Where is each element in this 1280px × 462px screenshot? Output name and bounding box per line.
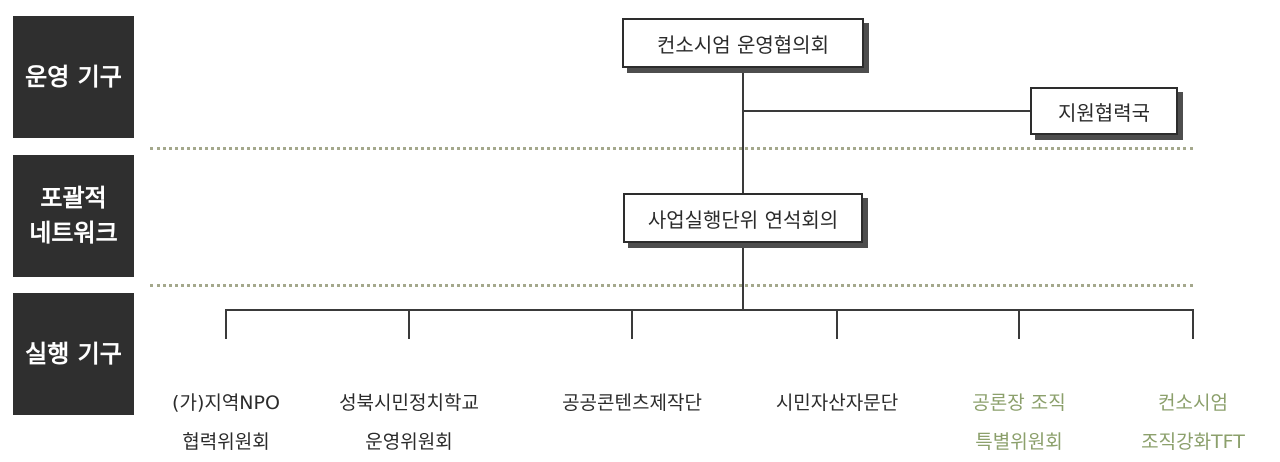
distribution-bar [225,309,1194,311]
tier-execution-body: 실행 기구 [13,293,134,415]
tier-divider [150,147,1193,150]
trunk-connector [742,66,744,193]
node-label: 사업실행단위 연석회의 [647,207,839,232]
unit-drop-connector [836,309,838,339]
node-label: 컨소시엄 운영협의회 [657,32,829,57]
tier-label: 포괄적 네트워크 [29,184,118,247]
tier-divider [150,284,1193,287]
tier-label: 실행 기구 [25,339,122,368]
tier-operating-body: 운영 기구 [13,16,134,138]
unit-drop-connector [631,309,633,339]
unit-consortium-tft: 컨소시엄 조직강화TFT [1113,345,1273,462]
unit-citizen-politics-school: 성북시민정치학교 운영위원회 [309,345,509,462]
node-label: 지원협력국 [1058,100,1150,125]
support-branch-connector [743,110,1031,112]
unit-citizen-asset-advisory: 시민자산자문단 [737,345,937,423]
unit-public-content-team: 공공콘텐츠제작단 [532,345,732,423]
tier-label: 운영 기구 [25,62,122,91]
unit-label: 시민자산자문단 [775,392,899,414]
node-consortium-council: 컨소시엄 운영협의회 [622,18,864,68]
node-joint-meeting: 사업실행단위 연석회의 [623,193,863,243]
unit-label: 컨소시엄 조직강화TFT [1141,392,1245,453]
unit-local-npo-committee: (가)지역NPO 협력위원회 [126,345,326,462]
unit-drop-connector [408,309,410,339]
tier-comprehensive-network: 포괄적 네트워크 [13,155,134,277]
node-support-bureau: 지원협력국 [1030,87,1178,135]
unit-drop-connector [1192,309,1194,339]
unit-label: 공론장 조직 특별위원회 [972,392,1066,453]
unit-public-forum-committee: 공론장 조직 특별위원회 [929,345,1109,462]
trunk-connector [742,240,744,310]
unit-label: 공공콘텐츠제작단 [562,392,702,414]
unit-label: (가)지역NPO 협력위원회 [172,392,280,453]
unit-label: 성북시민정치학교 운영위원회 [339,392,479,453]
unit-drop-connector [225,309,227,339]
unit-drop-connector [1018,309,1020,339]
